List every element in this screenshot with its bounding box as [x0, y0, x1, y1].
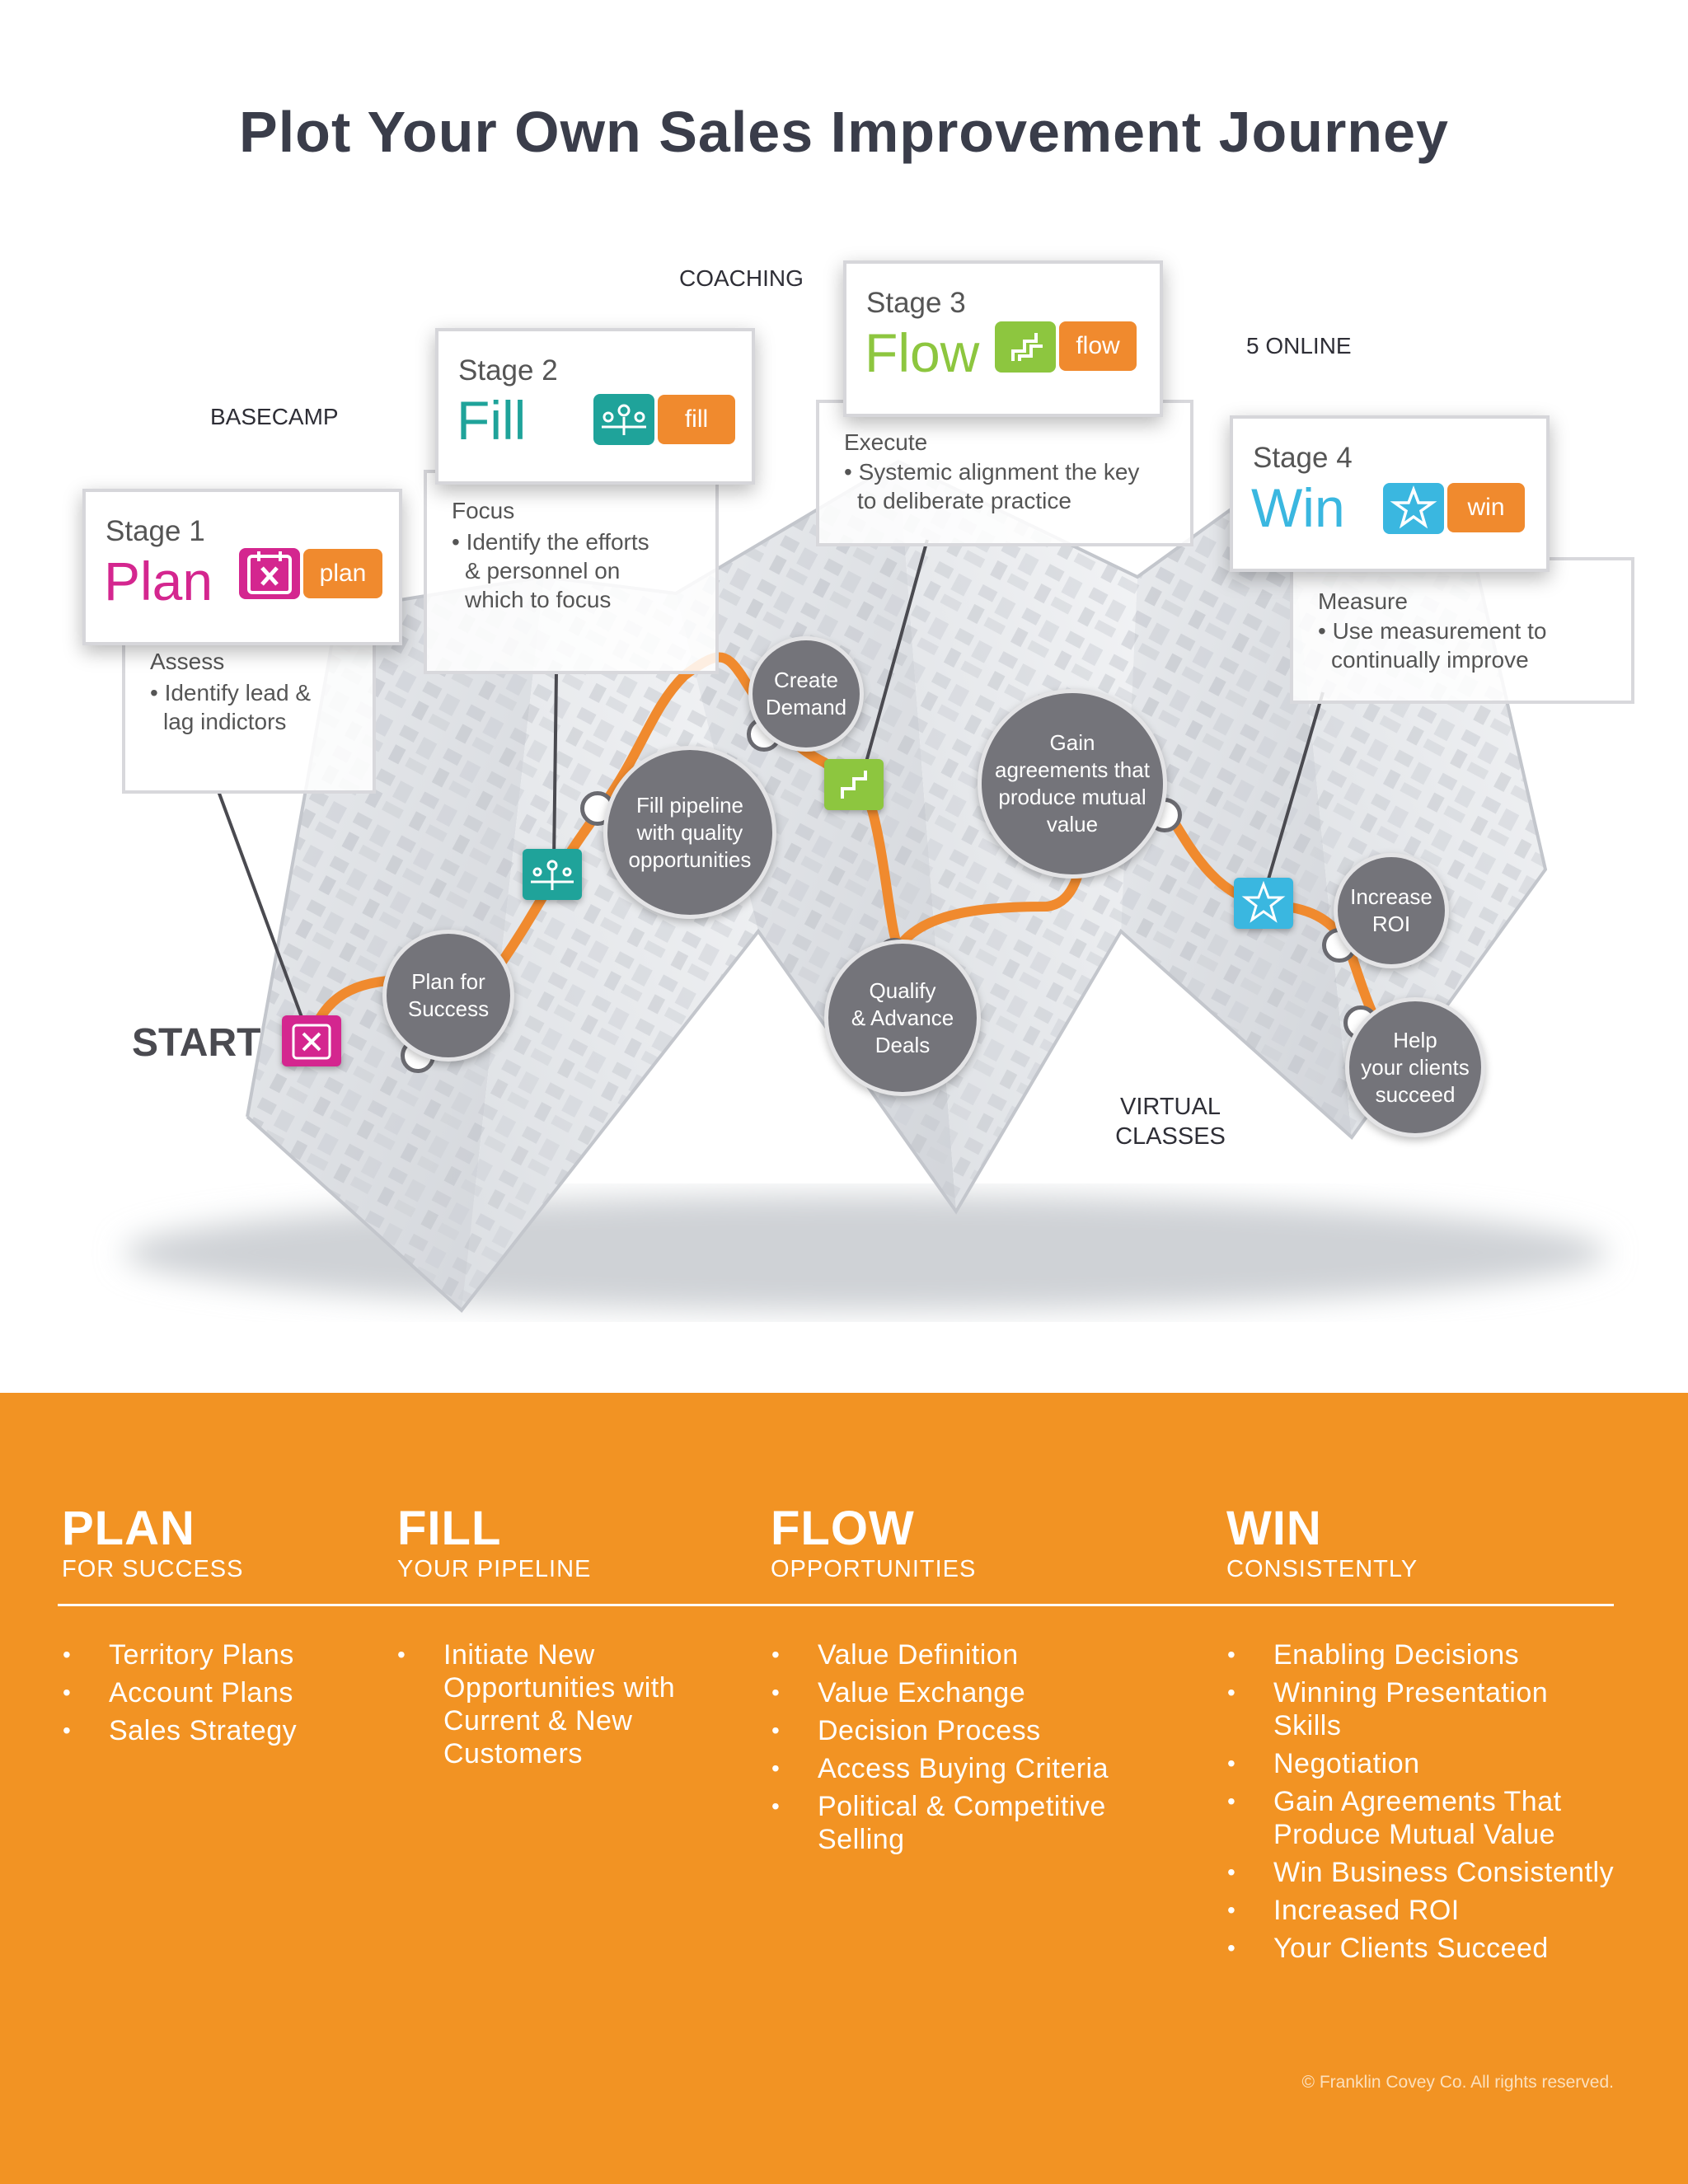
list-item: Territory Plans — [59, 1638, 340, 1671]
list-item: Decision Process — [768, 1714, 1164, 1747]
column-heading: PLAN — [62, 1502, 195, 1555]
note-heading: Assess — [150, 649, 225, 674]
plan-marker — [282, 1015, 341, 1066]
divider — [58, 1604, 1614, 1606]
win-marker — [1234, 878, 1293, 929]
coaching-label: COACHING — [679, 265, 804, 291]
fill-column-header: FILL YOUR PIPELINE — [397, 1502, 591, 1583]
column-heading: FLOW — [771, 1502, 915, 1555]
page-title: Plot Your Own Sales Improvement Journey — [239, 100, 1449, 164]
step-arrows-icon — [995, 321, 1056, 373]
stage-number: Stage 3 — [866, 287, 966, 319]
star-icon — [1383, 483, 1444, 534]
stage-name: Flow — [865, 322, 980, 383]
virtual-classes-label: VIRTUAL CLASSES — [1115, 1094, 1226, 1150]
list-item: Access Buying Criteria — [768, 1752, 1164, 1785]
stage-name: Fill — [457, 390, 527, 451]
fill-tag: fill — [658, 395, 735, 444]
plan-column-header: PLAN FOR SUCCESS — [62, 1502, 243, 1583]
plan-tag: plan — [303, 549, 382, 598]
stage-2-note: Focus • Identify the efforts& personnel … — [424, 470, 719, 674]
column-subheading: YOUR PIPELINE — [397, 1556, 592, 1582]
flow-marker — [824, 759, 884, 810]
stage-2-card: Stage 2 Fill fill — [435, 328, 755, 485]
column-subheading: CONSISTENTLY — [1226, 1556, 1418, 1582]
list-item: Gain Agreements That Produce Mutual Valu… — [1224, 1785, 1620, 1851]
copyright: © Franklin Covey Co. All rights reserved… — [1301, 2073, 1614, 2092]
list-item: Winning Presentation Skills — [1224, 1676, 1620, 1742]
note-text: • Identify lead &lag indictors — [150, 680, 312, 734]
stage-number: Stage 4 — [1253, 442, 1353, 474]
column-heading: WIN — [1226, 1502, 1322, 1555]
people-network-icon — [593, 394, 654, 445]
flow-tag: flow — [1059, 321, 1137, 371]
stage-number: Stage 2 — [458, 354, 558, 387]
basecamp-label: BASECAMP — [210, 404, 339, 429]
fill-marker — [523, 849, 582, 900]
list-item: Enabling Decisions — [1224, 1638, 1620, 1671]
list-item: Your Clients Succeed — [1224, 1932, 1620, 1965]
note-heading: Measure — [1318, 588, 1408, 614]
list-item: Account Plans — [59, 1676, 340, 1709]
journey-path — [307, 652, 1381, 1040]
list-item: Negotiation — [1224, 1747, 1620, 1780]
list-item: Value Exchange — [768, 1676, 1164, 1709]
column-subheading: FOR SUCCESS — [62, 1556, 244, 1582]
stage-name: Plan — [104, 551, 213, 612]
flow-list: Value Definition Value Exchange Decision… — [768, 1638, 1164, 1861]
column-subheading: OPPORTUNITIES — [771, 1556, 977, 1582]
stage-number: Stage 1 — [106, 515, 205, 547]
online-label: 5 ONLINE — [1246, 333, 1352, 359]
stage-1-note: Assess • Identify lead &lag indictors — [122, 630, 376, 794]
note-heading: Focus — [452, 498, 515, 523]
stage-4-card: Stage 4 Win win — [1230, 415, 1550, 572]
start-label: START — [132, 1021, 261, 1065]
win-list: Enabling Decisions Winning Presentation … — [1224, 1638, 1620, 1970]
flow-column-header: FLOW OPPORTUNITIES — [771, 1502, 976, 1583]
list-item: Political & Competitive Selling — [768, 1790, 1164, 1856]
calendar-x-icon — [239, 548, 300, 599]
fill-list: Initiate New Opportunities with Current … — [394, 1638, 691, 1775]
column-heading: FILL — [397, 1502, 502, 1555]
stage-name: Win — [1251, 477, 1345, 538]
list-item: Win Business Consistently — [1224, 1856, 1620, 1889]
list-item: Initiate New Opportunities with Current … — [394, 1638, 691, 1770]
list-item: Value Definition — [768, 1638, 1164, 1671]
plan-list: Territory Plans Account Plans Sales Stra… — [59, 1638, 340, 1752]
stage-3-card: Stage 3 Flow flow — [843, 260, 1163, 417]
list-item: Increased ROI — [1224, 1894, 1620, 1927]
stage-1-card: Stage 1 Plan plan — [82, 489, 402, 645]
list-item: Sales Strategy — [59, 1714, 340, 1747]
note-heading: Execute — [844, 429, 928, 455]
win-column-header: WIN CONSISTENTLY — [1226, 1502, 1418, 1583]
win-tag: win — [1447, 483, 1525, 532]
